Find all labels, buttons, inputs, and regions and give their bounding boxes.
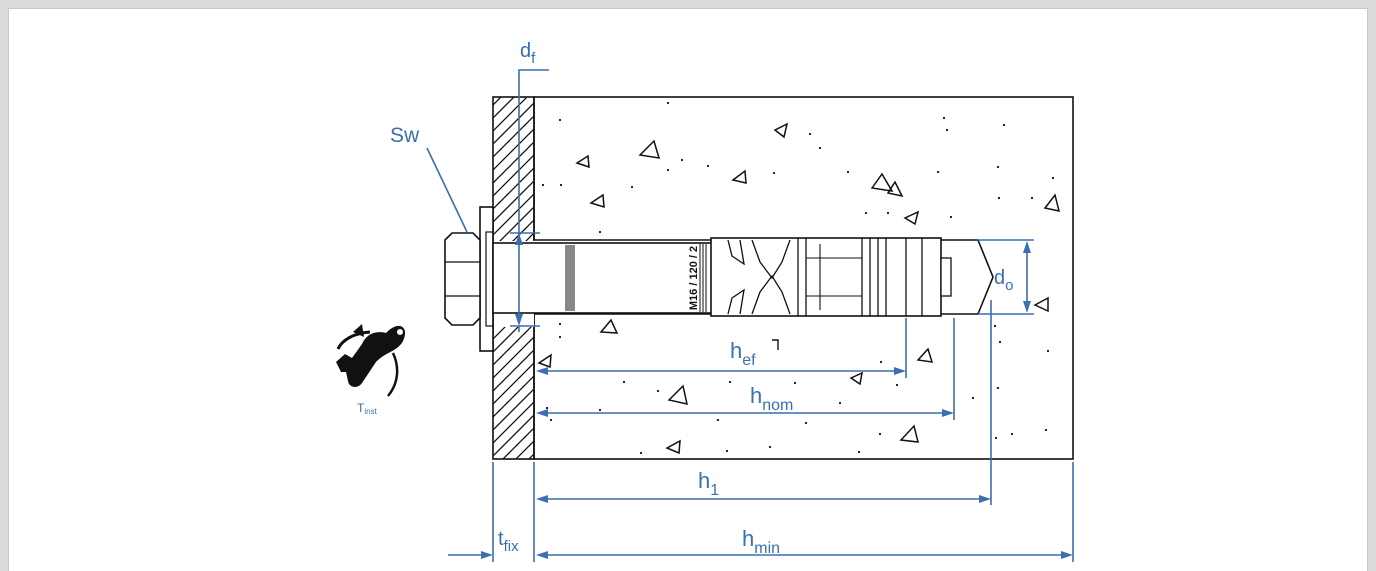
label-h1: h1 — [698, 468, 719, 499]
label-df: df — [520, 40, 536, 67]
label-do: do — [994, 267, 1013, 294]
dim-hmin — [536, 551, 1073, 559]
dim-hnom — [536, 409, 954, 417]
extension-lines — [492, 300, 1074, 562]
hef-note-mark — [772, 339, 779, 350]
hex-nut — [444, 232, 481, 326]
label-hnom: hnom — [750, 383, 793, 414]
concrete-dots — [541, 101, 1055, 455]
dim-tfix — [448, 551, 493, 559]
dim-h1 — [536, 495, 991, 503]
dim-df — [510, 69, 549, 332]
label-tfix: tfix — [498, 528, 519, 555]
concrete-aggregate — [537, 122, 1061, 455]
anchor-bolt — [492, 242, 714, 314]
torque-wrench-icon — [336, 324, 406, 397]
label-hmin: hmin — [742, 526, 780, 557]
dim-do — [978, 239, 1034, 315]
label-tinst: Tinst — [357, 401, 378, 416]
label-sw: Sw — [390, 124, 420, 147]
dim-hef — [536, 367, 906, 375]
expansion-sleeve — [710, 237, 952, 317]
leader-sw — [426, 147, 468, 233]
anchor-marking: M16 / 120 / 2 — [688, 246, 700, 310]
label-hef: hef — [730, 338, 756, 369]
